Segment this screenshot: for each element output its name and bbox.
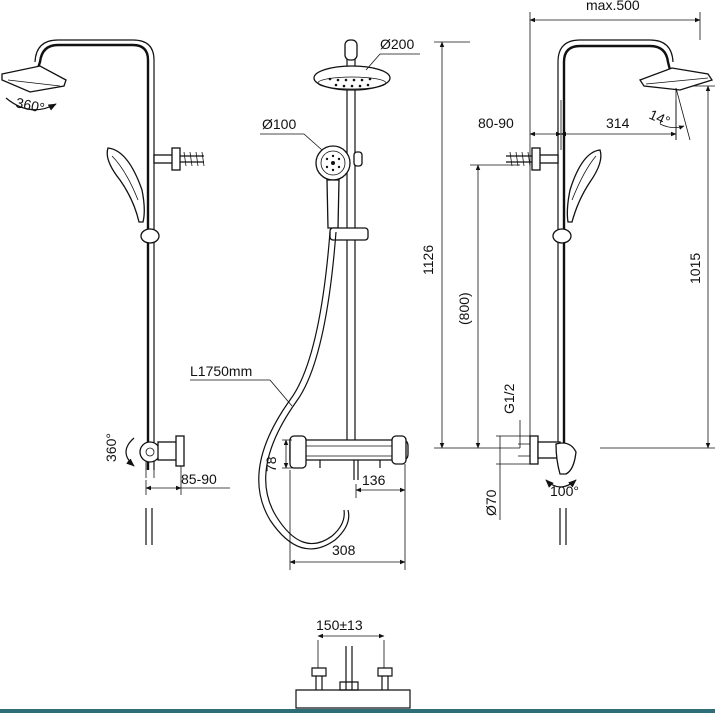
front-rain-shower-head [313, 65, 391, 91]
rotation-arrow-icon [125, 437, 135, 467]
wall-projection-label: 80-90 [478, 115, 514, 131]
thread-label: G1/2 [501, 383, 517, 414]
bottom-bar [0, 709, 715, 713]
max-width-label: max.500 [586, 0, 640, 13]
connection-detail: 150±13 [295, 617, 411, 709]
right-hand-shower [566, 149, 602, 223]
mixer-height-label: 78 [263, 456, 279, 472]
right-wall-bracket [506, 147, 559, 171]
rotation-arrow-icon [5, 97, 57, 111]
hand-shower [106, 147, 145, 223]
right-slider [552, 228, 572, 244]
right-rain-shower-head [639, 67, 714, 91]
front-hand-shower [315, 145, 351, 229]
mixer-length-label: 308 [332, 542, 356, 558]
outlet-offset-label: 136 [362, 472, 386, 488]
rotation-arrow-icon [545, 479, 577, 488]
front-view: Ø200 Ø100 L1750mm [190, 36, 420, 570]
head-rotation-label: 360° [14, 94, 46, 116]
slider [140, 228, 160, 244]
arm-reach-label: 314 [606, 115, 630, 131]
valve-rotation-label: 360° [103, 433, 119, 462]
wall-offset-label: 85-90 [181, 471, 217, 487]
thermostatic-mixer [289, 435, 409, 480]
right-valve [518, 435, 577, 475]
upper-wall-bracket [153, 147, 205, 171]
left-side-view: 360° 360° 85-90 [1, 39, 230, 545]
bar-height-label: (800) [456, 292, 472, 325]
total-height-label: 1126 [420, 245, 436, 275]
head-diameter-label: Ø200 [380, 36, 414, 52]
left-valve [139, 435, 185, 478]
hand-diameter-label: Ø100 [262, 116, 296, 132]
spout-rotation-label: 100° [550, 483, 579, 499]
head-height-label: 1015 [687, 253, 703, 284]
tilt-angle-label: 14° [647, 106, 673, 129]
right-side-view: 14° max.500 80-90 314 [478, 0, 714, 545]
connection-spacing-label: 150±13 [316, 617, 363, 633]
height-dimensions: 1126 (800) 1015 [420, 41, 715, 449]
rain-shower-head [1, 65, 67, 93]
hose-length-label: L1750mm [190, 363, 252, 379]
rosette-diameter-label: Ø70 [483, 489, 499, 516]
